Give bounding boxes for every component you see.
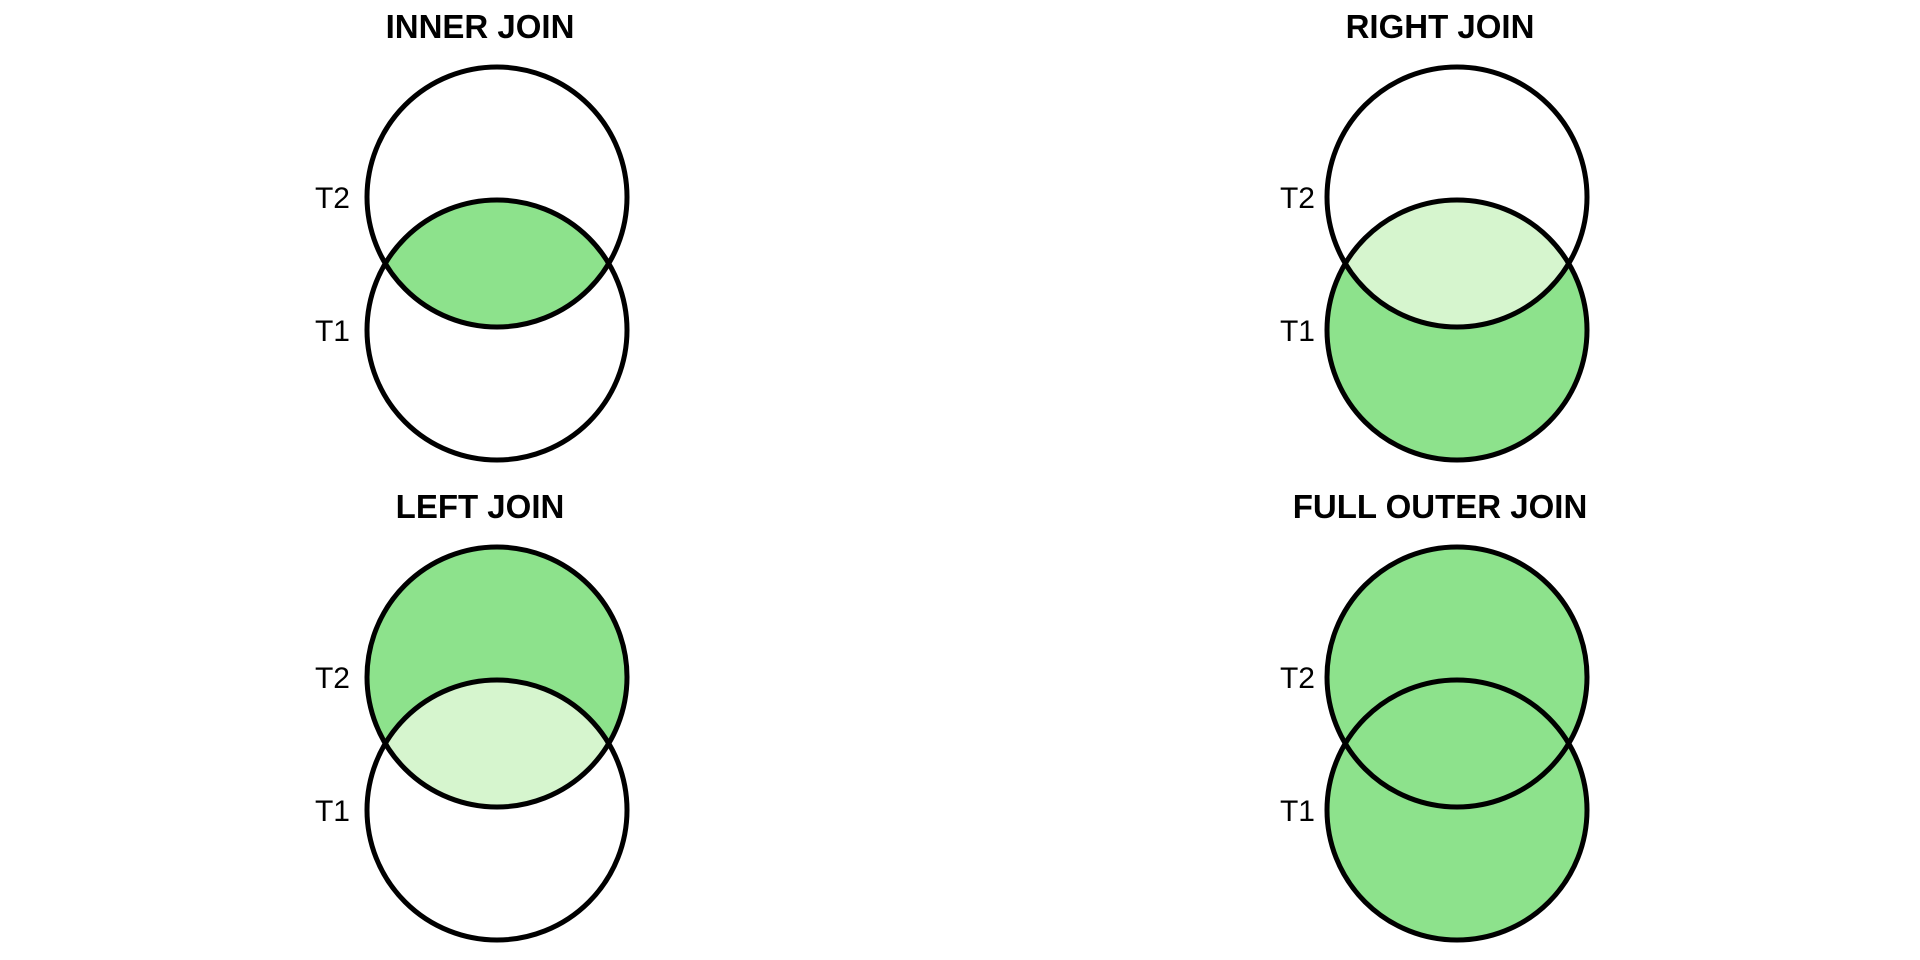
- t1-circle-outline: [1324, 677, 1590, 943]
- panel-title: RIGHT JOIN: [1346, 8, 1535, 45]
- intersection-region: [1327, 200, 1587, 327]
- intersection-region: [1327, 680, 1587, 807]
- panel-title: LEFT JOIN: [396, 488, 565, 525]
- t2-circle-label: T2: [1280, 662, 1315, 695]
- t1-circle-label: T1: [1280, 795, 1315, 828]
- t1-circle-label: T1: [315, 795, 350, 828]
- right-join-diagram: RIGHT JOIN T2 T1: [1280, 8, 1590, 463]
- t1-circle-label: T1: [315, 315, 350, 348]
- full-outer-join-diagram: FULL OUTER JOIN T2 T1: [1280, 488, 1590, 943]
- intersection-region: [367, 200, 627, 327]
- left-join-diagram: LEFT JOIN T2 T1: [315, 488, 630, 943]
- t2-circle-outline: [364, 544, 630, 810]
- t2-circle-label: T2: [315, 662, 350, 695]
- t2-circle-outline: [1324, 64, 1590, 330]
- t1-circle-outline: [1324, 197, 1590, 463]
- t2-circle-label: T2: [315, 182, 350, 215]
- t1-circle-outline: [364, 677, 630, 943]
- panel-title: INNER JOIN: [386, 8, 575, 45]
- panel-title: FULL OUTER JOIN: [1293, 488, 1588, 525]
- t2-circle-label: T2: [1280, 182, 1315, 215]
- t2-circle-outline: [364, 64, 630, 330]
- t1-circle-outline: [364, 197, 630, 463]
- intersection-region: [367, 680, 627, 807]
- t1-circle-label: T1: [1280, 315, 1315, 348]
- inner-join-diagram: INNER JOIN T2 T1: [315, 8, 630, 463]
- t2-circle-outline: [1324, 544, 1590, 810]
